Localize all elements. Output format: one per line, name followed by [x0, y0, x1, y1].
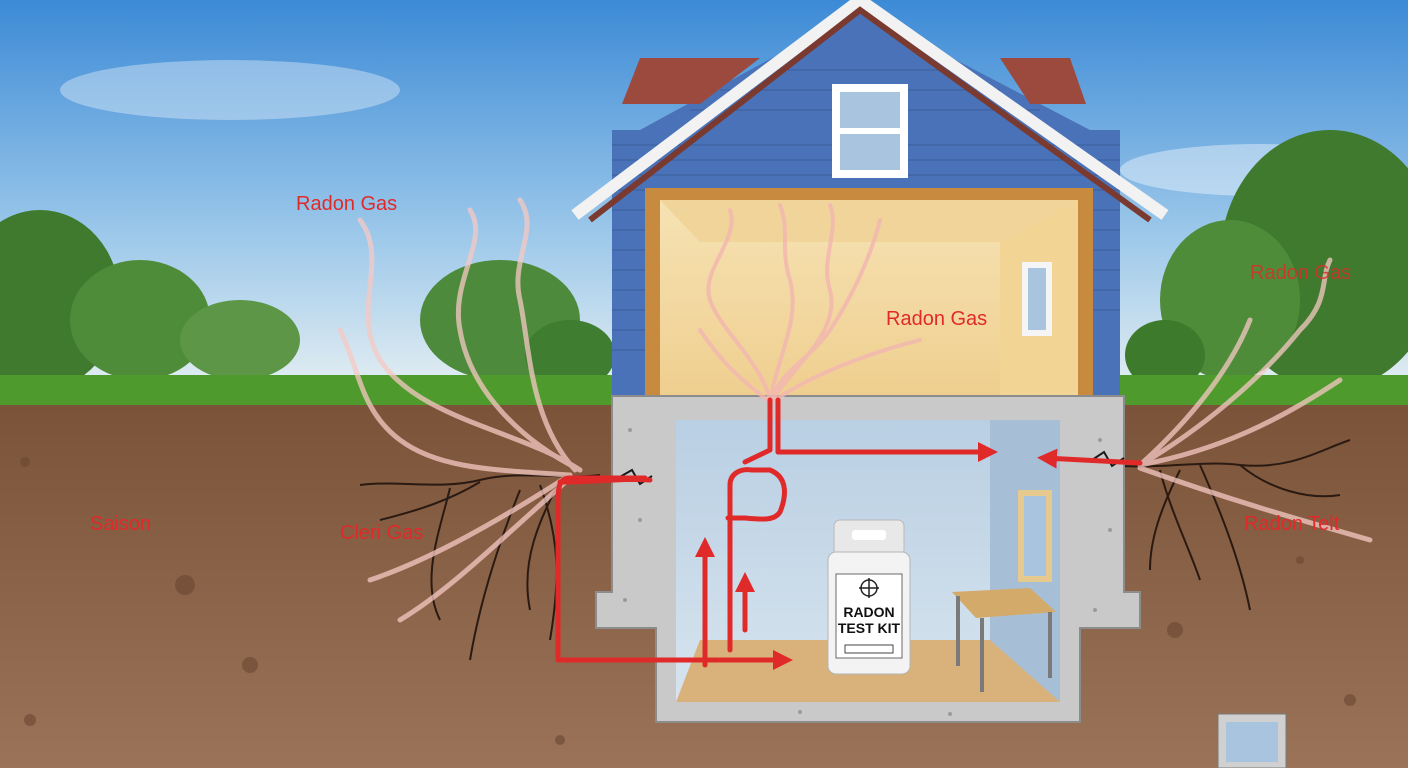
radon-test-kit	[828, 520, 910, 674]
label-radon-gas-top-left: Radon Gas	[296, 193, 397, 216]
label-radon-gas-right: Radon Gas	[1250, 262, 1351, 285]
cloud	[60, 60, 400, 120]
label-radon-telt: Radon Telt	[1244, 513, 1339, 536]
kit-label-line2: TEST KIT	[834, 620, 904, 636]
basement-window	[1018, 490, 1052, 582]
room-window	[1022, 262, 1052, 336]
vent-window	[1218, 714, 1286, 768]
attic-window	[832, 84, 908, 178]
label-saison: Saison	[90, 513, 151, 536]
label-radon-gas-room: Radon Gas	[886, 308, 987, 331]
radon-path-left-entry	[560, 479, 650, 482]
kit-label-line1: RADON	[834, 604, 904, 620]
label-cleri-gas: Cleri Gas	[340, 522, 423, 545]
